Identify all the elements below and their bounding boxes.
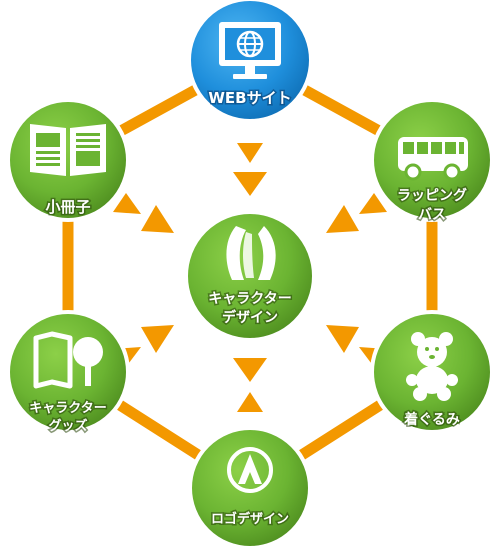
- teddy-bear-icon: [406, 332, 458, 401]
- node-web[interactable]: WEBサイト: [187, 0, 313, 123]
- arrow-logo-2: [237, 392, 263, 412]
- arrow-booklet-2: [141, 205, 174, 233]
- arrow-web-2: [233, 172, 267, 196]
- open-book-icon: [30, 124, 106, 176]
- goods-icon: [33, 331, 103, 389]
- arrow-bus-1: [359, 193, 387, 214]
- monitor-globe-icon: [219, 22, 281, 79]
- arrow-web-1: [237, 143, 263, 163]
- arrow-bus-2: [326, 205, 359, 233]
- node-bus-label-line1: ラッピング: [397, 187, 467, 204]
- node-booklet[interactable]: 小冊子: [6, 98, 130, 222]
- bus-icon: [398, 137, 468, 181]
- node-wrapping-bus[interactable]: ラッピング バス: [370, 98, 494, 225]
- node-goods-label-line2: グッズ: [48, 418, 87, 434]
- node-center-label-line1: キャラクター: [208, 291, 291, 307]
- node-web-label: WEBサイト: [208, 89, 291, 107]
- node-costume[interactable]: 着ぐるみ: [370, 310, 494, 434]
- node-character-design[interactable]: キャラクター デザイン: [184, 210, 316, 342]
- arrow-logo-1: [233, 358, 267, 382]
- node-center-label-line2: デザイン: [222, 309, 278, 326]
- node-booklet-label: 小冊子: [45, 198, 90, 216]
- pen-nib-icon: [226, 226, 276, 280]
- node-goods-label-line1: キャラクター: [29, 401, 106, 416]
- arrow-booklet-1: [113, 193, 141, 214]
- logo-badge-icon: [227, 447, 273, 493]
- node-logo-circle: [188, 426, 312, 550]
- node-logo-label: ロゴデザイン: [211, 511, 289, 527]
- node-costume-label: 着ぐるみ: [403, 411, 460, 428]
- node-character-goods[interactable]: キャラクター グッズ: [6, 310, 130, 436]
- arrow-costume-2: [326, 325, 359, 353]
- node-bus-label-line2: バス: [418, 207, 446, 223]
- arrow-goods-2: [141, 325, 174, 353]
- node-logo-design[interactable]: ロゴデザイン: [188, 426, 312, 550]
